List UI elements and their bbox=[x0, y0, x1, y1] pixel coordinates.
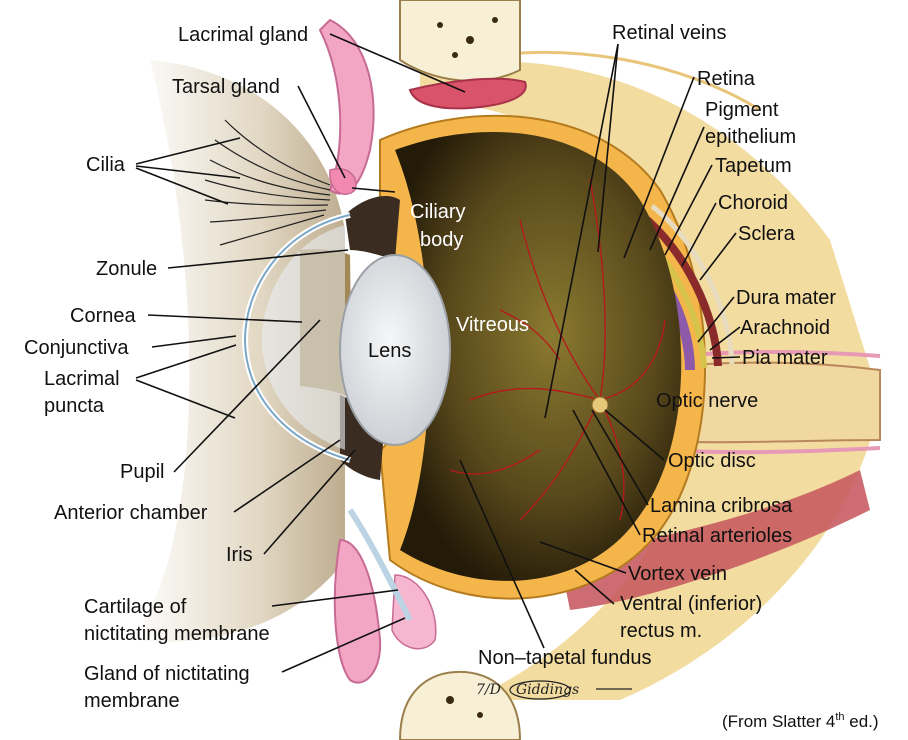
label-vitreous: Vitreous bbox=[456, 314, 529, 336]
signature-mark: 7/D bbox=[476, 682, 501, 698]
labels: Lacrimal gland Tarsal gland Cilia Zonule… bbox=[24, 22, 836, 712]
gland-nictitating-shape bbox=[391, 574, 437, 650]
cartilage-nictitating-shape bbox=[347, 508, 413, 622]
artist-signature: 7/D Giddings bbox=[476, 680, 632, 700]
label-vortex-vein: Vortex vein bbox=[628, 563, 727, 585]
tarsal-gland-shape bbox=[329, 168, 357, 195]
label-ciliary-body-1: Ciliary bbox=[410, 201, 466, 223]
bone-bottom bbox=[398, 670, 522, 740]
signature-text: Giddings bbox=[516, 682, 579, 698]
label-gland-nict-1: Gland of nictitating bbox=[84, 663, 250, 685]
label-ventral-rectus-2: rectus m. bbox=[620, 620, 702, 642]
label-cilia: Cilia bbox=[86, 154, 126, 176]
lacrimal-gland-shape bbox=[408, 77, 527, 110]
label-ventral-rectus-1: Ventral (inferior) bbox=[620, 593, 762, 615]
label-retinal-veins: Retinal veins bbox=[612, 22, 727, 44]
label-gland-nict-2: membrane bbox=[84, 690, 180, 712]
label-cornea: Cornea bbox=[70, 305, 136, 327]
label-cartilage-1: Cartilage of bbox=[84, 596, 187, 618]
label-optic-nerve: Optic nerve bbox=[656, 390, 758, 412]
label-dura-mater: Dura mater bbox=[736, 287, 836, 309]
label-sclera: Sclera bbox=[738, 223, 796, 245]
label-conjunctiva: Conjunctiva bbox=[24, 337, 129, 359]
label-pigment-epithelium-1: Pigment bbox=[705, 99, 779, 121]
label-retinal-arterioles: Retinal arterioles bbox=[642, 525, 792, 547]
label-lens: Lens bbox=[368, 340, 411, 362]
label-retina: Retina bbox=[697, 68, 756, 90]
label-tapetum: Tapetum bbox=[715, 155, 792, 177]
lens-shape bbox=[339, 254, 451, 446]
label-optic-disc: Optic disc bbox=[668, 450, 756, 472]
label-lacrimal-puncta-1: Lacrimal bbox=[44, 368, 120, 390]
label-ciliary-body-2: body bbox=[420, 229, 463, 251]
label-anterior-chamber: Anterior chamber bbox=[54, 502, 208, 524]
cilia-lashes bbox=[204, 119, 331, 246]
vitreous-chamber bbox=[395, 131, 682, 581]
label-pigment-epithelium-2: epithelium bbox=[705, 126, 796, 148]
leader-lines bbox=[135, 33, 741, 673]
label-non-tapetal-fundus: Non–tapetal fundus bbox=[478, 647, 651, 669]
lower-eyelid bbox=[333, 508, 437, 684]
ventral-rectus-muscle bbox=[560, 470, 870, 610]
label-pia-mater: Pia mater bbox=[742, 347, 828, 369]
source-note: (From Slatter 4th ed.) bbox=[722, 711, 879, 731]
label-arachnoid: Arachnoid bbox=[740, 317, 830, 339]
label-choroid: Choroid bbox=[718, 192, 788, 214]
bone-top bbox=[399, 0, 521, 82]
label-lacrimal-puncta-2: puncta bbox=[44, 395, 105, 417]
label-lamina-cribrosa: Lamina cribrosa bbox=[650, 495, 793, 517]
label-tarsal-gland: Tarsal gland bbox=[172, 76, 280, 98]
label-lacrimal-gland: Lacrimal gland bbox=[178, 24, 308, 46]
label-cartilage-2: nictitating membrane bbox=[84, 623, 270, 645]
label-zonule: Zonule bbox=[96, 258, 157, 280]
label-pupil: Pupil bbox=[120, 461, 164, 483]
optic-disc-shape bbox=[591, 396, 609, 414]
upper-eyelid bbox=[318, 18, 527, 195]
label-iris: Iris bbox=[226, 544, 253, 566]
